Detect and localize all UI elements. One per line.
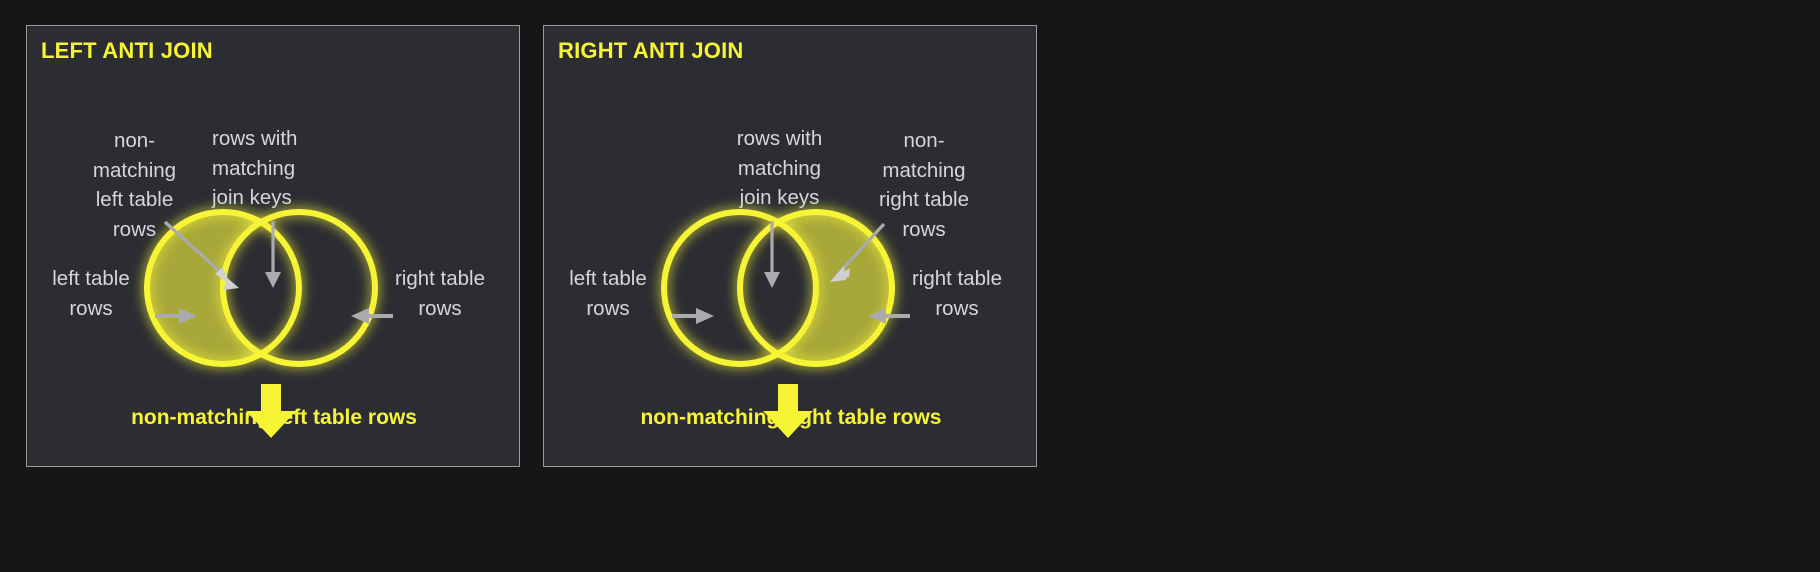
- result-down-arrow: [246, 384, 296, 438]
- result-down-arrow: [763, 384, 813, 438]
- venn-circle-outlines: [144, 209, 378, 367]
- venn-circle-outlines: [661, 209, 895, 367]
- label-rows-with-matching-join-keys: rows with matching join keys: [212, 127, 298, 210]
- pointer-right-table-rows: [351, 308, 393, 324]
- venn-diagram-left: [27, 26, 519, 466]
- venn-circle-left: [661, 209, 819, 367]
- label-nonmatching-left-table-rows: non- matching left table rows: [92, 129, 177, 242]
- label-nonmatching-right-table-rows: non- matching right table rows: [878, 129, 970, 242]
- venn-svg: [27, 26, 519, 466]
- pointer-right-table-rows: [868, 308, 910, 324]
- pointer-nonmatching-left: [163, 220, 239, 290]
- pointer-left-table-rows: [155, 308, 197, 324]
- venn-svg: [544, 26, 1036, 466]
- panel-left-anti-join: LEFT ANTI JOIN: [26, 25, 520, 467]
- venn-circle-right: [737, 209, 895, 367]
- label-right-table-rows: right table rows: [911, 267, 1003, 320]
- venn-circle-left: [144, 209, 302, 367]
- pointer-left-table-rows: [672, 308, 714, 324]
- label-rows-with-matching-join-keys: rows with matching join keys: [736, 127, 823, 210]
- label-right-table-rows: right table rows: [394, 267, 486, 320]
- venn-diagram-right: [544, 26, 1036, 466]
- pointer-nonmatching-right: [830, 222, 886, 282]
- panel-right-anti-join: RIGHT ANTI JOIN: [543, 25, 1037, 467]
- label-left-table-rows: left table rows: [569, 267, 647, 320]
- pointer-matching-keys: [764, 221, 780, 288]
- venn-circle-right: [220, 209, 378, 367]
- pointer-matching-keys: [265, 221, 281, 288]
- label-left-table-rows: left table rows: [52, 267, 130, 320]
- result-caption: non-matching left table rows: [131, 406, 417, 429]
- result-caption: non-matching right table rows: [640, 406, 942, 429]
